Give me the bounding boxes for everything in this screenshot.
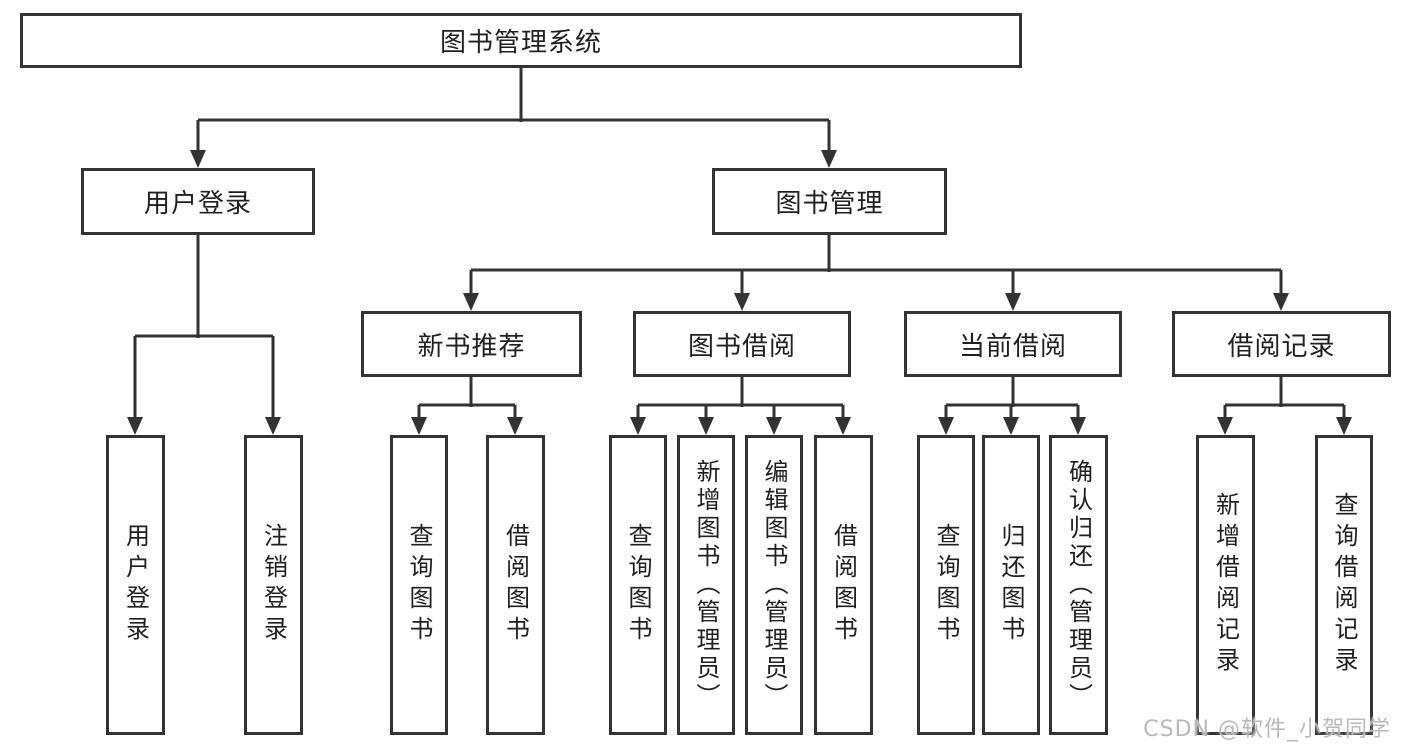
arrowhead-icon xyxy=(1003,417,1019,435)
node-new-book-recommend: 新书推荐 xyxy=(361,311,582,377)
leaf-query-borrow-record: 查询借阅记录 xyxy=(1315,435,1373,735)
leaf-query-books-2: 查询图书 xyxy=(609,435,667,735)
leaf-label: 确认归还（管理员） xyxy=(1064,459,1093,711)
arrowhead-icon xyxy=(630,417,646,435)
node-book-management: 图书管理 xyxy=(712,168,947,235)
leaf-label: 归还图书 xyxy=(997,523,1025,647)
arrowhead-icon xyxy=(463,293,479,311)
node-label: 当前借阅 xyxy=(958,331,1067,362)
node-borrowing-records: 借阅记录 xyxy=(1172,311,1391,377)
leaf-label: 新增图书（管理员） xyxy=(692,459,720,711)
leaf-logout: 注销登录 xyxy=(244,435,303,735)
arrowhead-icon xyxy=(1005,293,1021,311)
arrowhead-icon xyxy=(766,417,782,435)
leaf-user-login: 用户登录 xyxy=(106,435,165,735)
node-label: 图书借阅 xyxy=(687,331,796,362)
arrowhead-icon xyxy=(698,417,714,435)
arrowhead-icon xyxy=(265,417,281,435)
arrowhead-icon xyxy=(835,417,851,435)
node-book-borrowing: 图书借阅 xyxy=(633,311,851,377)
node-library-management-system: 图书管理系统 xyxy=(20,13,1022,68)
arrowhead-icon xyxy=(411,417,427,435)
arrowhead-icon xyxy=(1217,417,1233,435)
node-label: 图书管理系统 xyxy=(439,28,602,58)
leaf-borrow-books: 借阅图书 xyxy=(486,435,545,735)
node-label: 新书推荐 xyxy=(417,331,526,362)
arrowhead-icon xyxy=(821,150,837,168)
leaf-label: 查询图书 xyxy=(624,523,652,647)
leaf-label: 新增借阅记录 xyxy=(1211,492,1240,678)
leaf-label: 用户登录 xyxy=(121,523,150,647)
leaf-edit-book-admin: 编辑图书（管理员） xyxy=(745,435,803,735)
arrowhead-icon xyxy=(938,417,954,435)
node-label: 借阅记录 xyxy=(1227,331,1336,362)
leaf-query-books-3: 查询图书 xyxy=(917,435,975,735)
arrowhead-icon xyxy=(1273,293,1289,311)
leaf-label: 查询借阅记录 xyxy=(1330,492,1358,678)
leaf-label: 查询图书 xyxy=(932,523,960,647)
arrowhead-icon xyxy=(507,417,523,435)
leaf-add-book-admin: 新增图书（管理员） xyxy=(677,435,735,735)
leaf-label: 编辑图书（管理员） xyxy=(760,459,788,711)
connector-lines xyxy=(133,68,1346,424)
leaf-borrow-books-2: 借阅图书 xyxy=(814,435,873,735)
node-label: 用户登录 xyxy=(143,189,252,219)
arrowhead-icon xyxy=(1070,417,1086,435)
arrowheads xyxy=(127,150,1352,435)
leaf-label: 注销登录 xyxy=(259,523,288,647)
node-label: 图书管理 xyxy=(775,189,884,219)
leaf-label: 查询图书 xyxy=(405,523,433,647)
arrowhead-icon xyxy=(734,293,750,311)
leaf-add-borrow-record: 新增借阅记录 xyxy=(1196,435,1255,735)
leaf-label: 借阅图书 xyxy=(829,523,858,647)
watermark-text: CSDN @软件_小贺同学 xyxy=(1143,717,1391,742)
leaf-query-books: 查询图书 xyxy=(390,435,448,735)
node-current-borrowing: 当前借阅 xyxy=(904,311,1122,377)
arrowhead-icon xyxy=(127,417,143,435)
node-user-login: 用户登录 xyxy=(81,168,315,235)
arrowhead-icon xyxy=(190,150,206,168)
leaf-confirm-return-admin: 确认归还（管理员） xyxy=(1049,435,1108,735)
arrowhead-icon xyxy=(1336,417,1352,435)
leaf-label: 借阅图书 xyxy=(501,523,530,647)
leaf-return-books: 归还图书 xyxy=(982,435,1040,735)
